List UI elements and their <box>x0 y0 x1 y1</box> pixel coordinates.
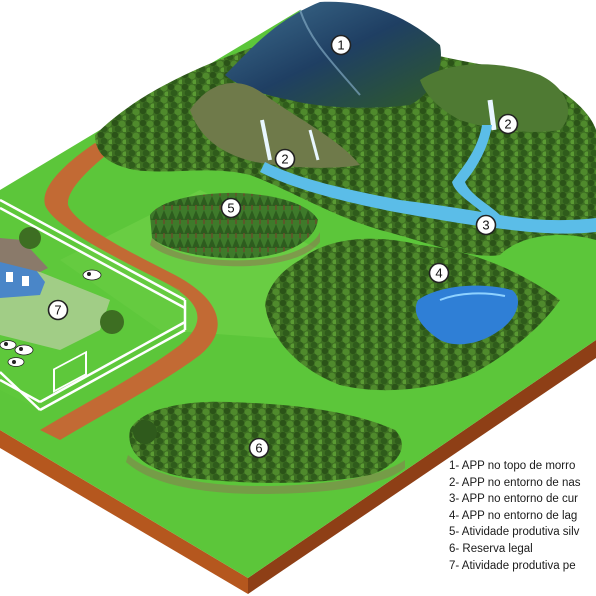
fence-gate <box>53 350 87 393</box>
marker-1: 1 <box>330 34 352 56</box>
legend-item: 5- Atividade produtiva silv <box>449 526 580 539</box>
shrub <box>133 420 157 444</box>
marker-2a: 2 <box>274 148 296 170</box>
cow <box>0 340 17 350</box>
legend-item: 4- APP no entorno de lag <box>449 509 578 522</box>
right-hill <box>420 64 569 132</box>
svg-text:2: 2 <box>281 152 288 167</box>
river-branch <box>452 125 500 218</box>
left-hill <box>190 83 360 168</box>
pine-plantation <box>150 192 318 259</box>
marker-6: 6 <box>248 437 270 459</box>
shrub <box>19 227 41 249</box>
marker-7: 7 <box>47 299 69 321</box>
mountain <box>225 1 441 108</box>
pine-plantation-shadow <box>150 232 320 267</box>
river <box>260 162 596 234</box>
legend-item: 6- Reserva legal <box>449 542 533 555</box>
marker-2b: 2 <box>497 113 519 135</box>
cow <box>7 357 25 367</box>
soil-right-face <box>248 340 596 594</box>
svg-text:2: 2 <box>504 117 511 132</box>
legend-item: 1- APP no topo de morro <box>449 460 576 472</box>
svg-text:4: 4 <box>435 266 442 281</box>
svg-text:1: 1 <box>337 38 344 53</box>
farmhouse <box>0 238 48 298</box>
cow <box>14 344 34 356</box>
lake-shine <box>439 292 506 301</box>
legend-item: 2- APP no entorno de nas <box>449 476 581 489</box>
legend: 1- APP no topo de morro 2- APP no entorn… <box>449 458 596 574</box>
legend-item: 7- Atividade produtiva pe <box>449 559 576 572</box>
waterfall-left-2 <box>308 129 320 161</box>
svg-text:6: 6 <box>255 441 262 456</box>
cow <box>82 269 102 281</box>
shrub <box>100 310 124 334</box>
fence <box>0 198 187 412</box>
waterfall-left <box>260 119 272 161</box>
marker-5: 5 <box>220 197 242 219</box>
marker-4: 4 <box>428 262 450 284</box>
lake-forest <box>265 238 560 391</box>
legal-reserve-base <box>126 455 405 494</box>
waterfall-right <box>487 99 497 131</box>
mountain-ridge <box>299 9 361 96</box>
dirt-road <box>40 143 218 440</box>
svg-text:5: 5 <box>227 201 234 216</box>
marker-3: 3 <box>475 214 497 236</box>
soil-left-face <box>0 430 248 594</box>
legend-item: 3- APP no entorno de cur <box>449 493 578 506</box>
svg-text:7: 7 <box>54 303 61 318</box>
svg-text:3: 3 <box>482 218 489 233</box>
